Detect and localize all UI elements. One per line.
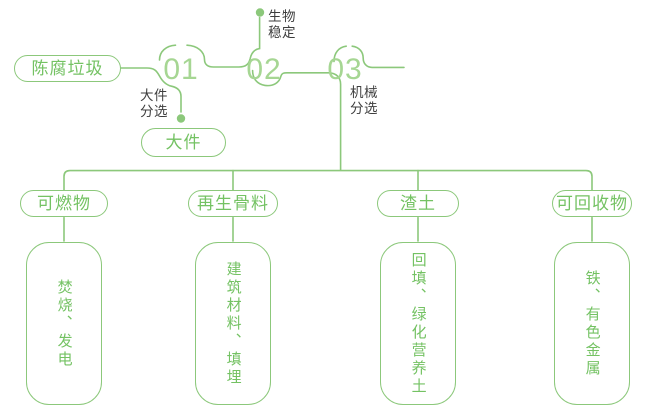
step-02-label: 生物 稳定 (268, 9, 296, 40)
node-source-pill: 陈腐垃圾 (14, 55, 121, 82)
step-01-label: 大件 分选 (140, 88, 168, 119)
detail-box-recycled-aggregate: 建筑材料、填埋 (195, 242, 271, 405)
node-source-label: 陈腐垃圾 (31, 59, 104, 78)
node-slag-soil-pill: 渣土 (377, 190, 459, 217)
node-combustible-label: 可燃物 (37, 194, 91, 213)
step-01-number: 01 (163, 53, 199, 86)
node-bulky-label: 大件 (165, 133, 202, 152)
bulky-endpoint-dot (176, 114, 186, 123)
detail-box-recyclable: 铁、有色金属 (554, 242, 630, 405)
node-recycled-aggregate-pill: 再生骨料 (188, 190, 278, 217)
node-bulky-pill: 大件 (141, 128, 226, 157)
node-recyclable-pill: 可回收物 (552, 190, 632, 217)
detail-box-combustible: 焚烧、发电 (26, 242, 102, 405)
branch-rail (63, 169, 593, 191)
step-02-number: 02 (246, 53, 282, 86)
detail-text-recyclable: 铁、有色金属 (583, 269, 601, 378)
node-recycled-aggregate-label: 再生骨料 (197, 194, 269, 213)
detail-text-recycled-aggregate: 建筑材料、填埋 (224, 260, 242, 387)
detail-text-combustible: 焚烧、发电 (55, 278, 73, 369)
node-recyclable-label: 可回收物 (556, 194, 628, 213)
bio-endpoint-dot (255, 8, 265, 17)
node-slag-soil-label: 渣土 (400, 194, 436, 213)
step-03-label: 机械 分选 (350, 85, 378, 116)
node-combustible-pill: 可燃物 (20, 190, 108, 217)
step-03-number: 03 (327, 53, 363, 86)
detail-text-slag-soil: 回填、绿化营养土 (409, 251, 427, 396)
detail-box-slag-soil: 回填、绿化营养土 (380, 242, 456, 405)
